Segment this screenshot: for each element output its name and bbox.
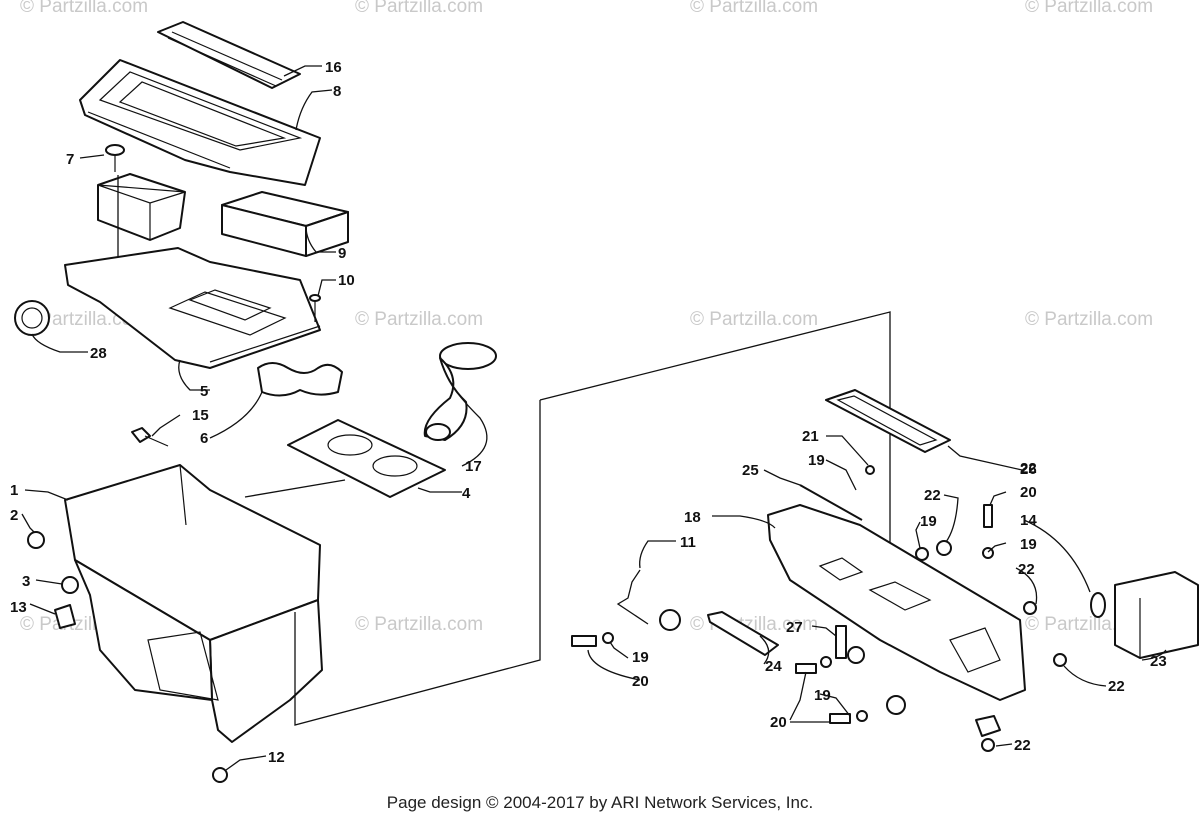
callout-number: 18 xyxy=(684,509,701,526)
part-mounting-plate xyxy=(287,419,446,498)
part-hardware-set xyxy=(27,531,228,783)
watermark: © Partzilla.com xyxy=(355,0,483,17)
callout-number: 3 xyxy=(22,573,30,590)
callout-number: 6 xyxy=(200,430,208,447)
part-electrical-box xyxy=(97,173,186,241)
callout-number: 4 xyxy=(462,485,471,502)
callout-number: 14 xyxy=(1020,512,1037,529)
callout-number: 13 xyxy=(10,599,27,616)
callout-number: 10 xyxy=(338,272,355,289)
watermark: © Partzilla.com xyxy=(1025,0,1153,17)
part-screw xyxy=(131,427,169,447)
part-bracket xyxy=(707,611,779,656)
callout-number: 8 xyxy=(333,83,341,100)
callout-number: 22 xyxy=(1018,561,1035,578)
watermark: © Partzilla.com xyxy=(690,0,818,17)
part-intake-elbow xyxy=(423,342,497,441)
page-footer: Page design © 2004-2017 by ARI Network S… xyxy=(386,793,814,812)
callout-number: 28 xyxy=(90,345,107,362)
watermark: © Partzilla.com xyxy=(1025,309,1153,330)
callout-number: 26 xyxy=(1020,461,1037,478)
part-foam-seal xyxy=(257,362,343,397)
callout-number: 1 xyxy=(10,482,18,499)
callout-number: 20 xyxy=(770,714,787,731)
callout-number: 7 xyxy=(66,151,74,168)
part-grommet xyxy=(14,300,50,336)
callout-number: 27 xyxy=(786,619,803,636)
watermark: © Partzilla.com xyxy=(20,0,148,17)
callout-number: 19 xyxy=(632,649,649,666)
callouts: 1 2 3 4 5 6 7 8 9 10 11 12 13 14 15 16 1… xyxy=(10,59,1167,766)
callout-number: 20 xyxy=(1020,484,1037,501)
part-silencer xyxy=(767,504,1026,701)
watermarks: © Partzilla.com © Partzilla.com © Partzi… xyxy=(20,0,1153,635)
callout-number: 24 xyxy=(765,658,782,675)
callout-number: 20 xyxy=(632,673,649,690)
part-wire-clip xyxy=(616,569,649,625)
part-side-filter xyxy=(1114,571,1199,659)
callout-number: 17 xyxy=(465,458,482,475)
watermark: © Partzilla.com xyxy=(355,614,483,635)
callout-number: 21 xyxy=(802,428,819,445)
callout-number: 22 xyxy=(1108,678,1125,695)
callout-number: 16 xyxy=(325,59,342,76)
callout-number: 22 xyxy=(924,487,941,504)
callout-number: 22 xyxy=(1020,460,1037,477)
part-rod xyxy=(799,484,863,521)
callout-number: 11 xyxy=(680,534,696,551)
connection-lines xyxy=(244,311,891,726)
part-tray xyxy=(64,247,321,369)
part-gasket xyxy=(825,389,951,453)
callout-number: 12 xyxy=(268,749,285,766)
callout-number: 2 xyxy=(10,507,18,524)
callout-number: 23 xyxy=(1150,653,1167,670)
callout-number: 15 xyxy=(192,407,209,424)
part-hardware-right xyxy=(571,465,1067,752)
callout-number: 19 xyxy=(1020,536,1037,553)
part-screw xyxy=(309,294,321,322)
callout-number: 9 xyxy=(338,245,346,262)
part-filter-element xyxy=(221,191,349,257)
part-air-box-housing xyxy=(64,464,323,743)
callout-number: 19 xyxy=(920,513,937,530)
watermark: © Partzilla.com xyxy=(690,309,818,330)
leader-lines xyxy=(21,65,1167,771)
watermark: © Partzilla.com xyxy=(355,309,483,330)
part-decal xyxy=(157,21,301,89)
callout-number: 19 xyxy=(808,452,825,469)
callout-number: 5 xyxy=(200,383,208,400)
part-o-ring xyxy=(1090,592,1106,618)
part-screw xyxy=(105,144,125,285)
part-air-box-lid xyxy=(79,59,321,186)
callout-number: 22 xyxy=(1014,737,1031,754)
callout-number: 19 xyxy=(814,687,831,704)
callout-number: 25 xyxy=(742,462,759,479)
